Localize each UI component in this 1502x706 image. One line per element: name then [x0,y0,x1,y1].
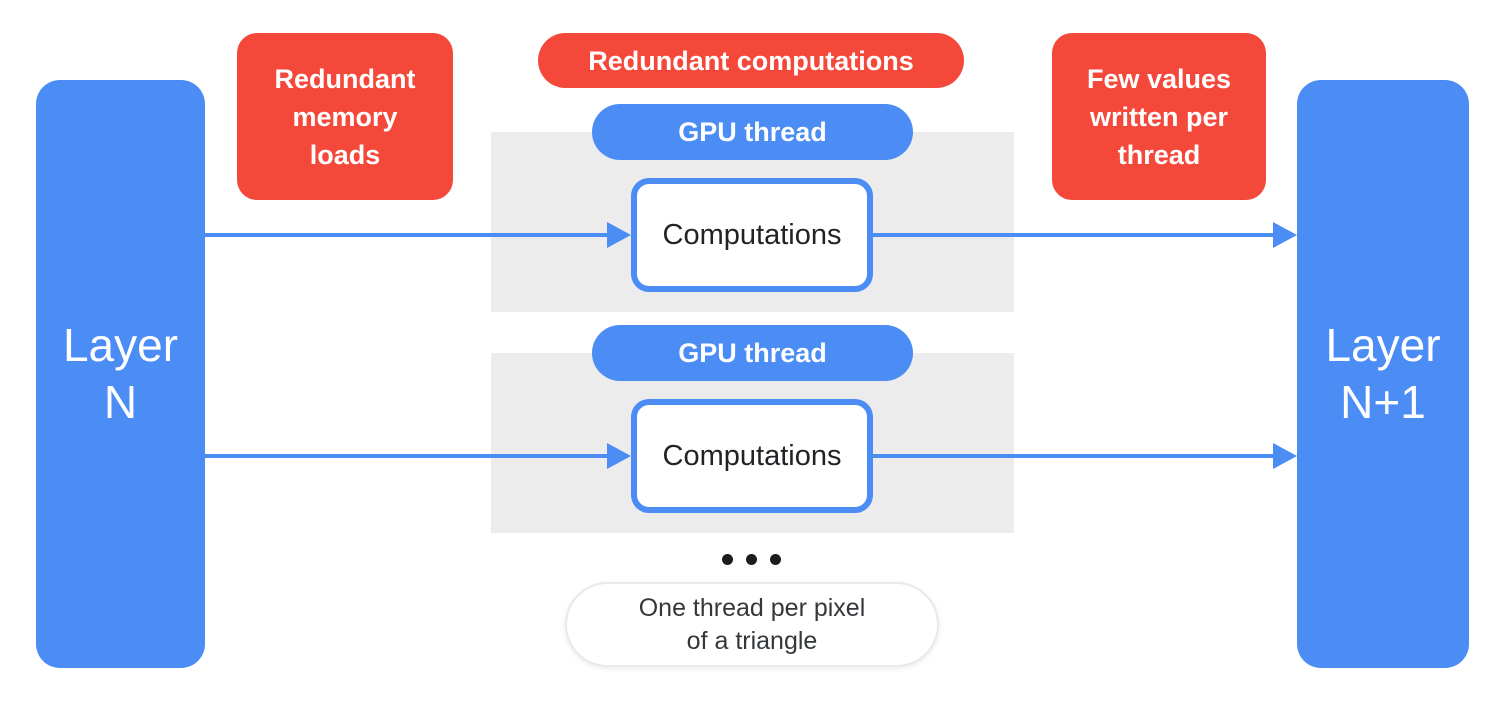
computations-label: Computations [662,218,842,251]
arrow-head-icon [1273,443,1297,469]
computations-box-2: Computations [631,399,873,513]
computations-box-1: Computations [631,178,873,292]
callout-line: memory [292,101,398,132]
note-one-thread-per-pixel: One thread per pixel of a triangle [565,582,939,667]
callout-line: written per [1089,101,1229,132]
callout-line: Redundant computations [588,45,914,76]
arrow-line [873,454,1275,458]
callout-line: Few values [1086,63,1232,94]
layer-n1-label-line2: N+1 [1340,376,1426,428]
gpu-thread-pill-1: GPU thread [592,104,913,160]
arrow-line [205,454,609,458]
ellipsis-dot [722,554,733,565]
arrow-head-icon [607,222,631,248]
gpu-thread-label: GPU thread [678,337,827,368]
note-line: One thread per pixel [638,593,866,622]
arrow-head-icon [1273,222,1297,248]
layer-n1-label-line1: Layer [1325,319,1441,371]
layer-n1-label: Layer N+1 [1325,317,1440,431]
layer-n-label-line1: Layer [62,319,179,371]
layer-n1-box: Layer N+1 [1297,80,1469,668]
callout-redundant-computations: Redundant computations [538,33,964,88]
ellipsis-dot [770,554,781,565]
callout-line: Redundant [274,63,416,94]
ellipsis-dot [746,554,757,565]
layer-n-box: Layer N [36,80,205,668]
callout-redundant-memory-loads: Redundant memory loads [237,33,453,200]
computations-label: Computations [662,439,842,472]
callout-line: thread [1117,139,1201,170]
gpu-thread-label: GPU thread [678,116,827,147]
arrow-line [205,233,609,237]
callout-few-values-written: Few values written per thread [1052,33,1266,200]
note-line: of a triangle [686,626,818,655]
layer-n-label-line2: N [103,376,138,428]
layer-n-label: Layer N [63,317,178,431]
callout-line: loads [309,139,381,170]
arrow-head-icon [607,443,631,469]
arrow-line [873,233,1275,237]
gpu-thread-pill-2: GPU thread [592,325,913,381]
